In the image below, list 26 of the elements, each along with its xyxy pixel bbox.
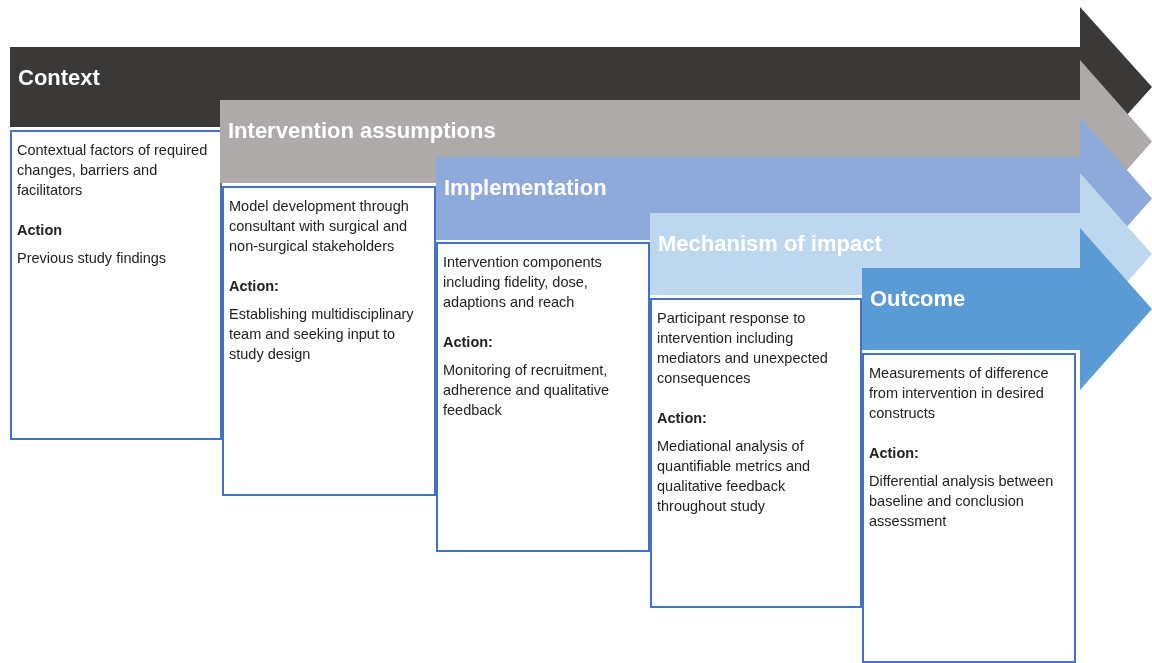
stage-heading: Mechanism of impact	[658, 233, 882, 255]
action-text: Establishing multidisciplinary team and seeking input to study design	[229, 305, 415, 364]
stage-heading: Context	[18, 67, 100, 89]
description-text: Contextual factors of required changes, barriers and facilitators	[17, 141, 209, 200]
stage-heading: Intervention assumptions	[228, 120, 496, 142]
arrow-band	[862, 268, 1080, 350]
action-heading: Action:	[443, 333, 493, 352]
text-box	[650, 298, 862, 608]
stage-heading: Outcome	[870, 288, 966, 310]
action-heading: Action:	[657, 409, 707, 428]
description-text: Measurements of difference from intervention in desired constructs	[869, 364, 1050, 423]
action-text: Mediational analysis of quantifiable metrics and qualitative feedback throughout study	[657, 437, 812, 516]
text-box	[862, 353, 1076, 663]
action-text: Previous study findings	[17, 249, 167, 268]
action-heading: Action:	[869, 444, 919, 463]
description-text: Model development through consultant with surgical and non-surgical stakeholders	[229, 197, 410, 256]
description-text: Intervention components including fidelity, dose, adaptions and reach	[443, 253, 603, 312]
stage-heading: Implementation	[444, 177, 607, 199]
action-heading: Action:	[229, 277, 279, 296]
description-text: Participant response to intervention including mediators and unexpected consequences	[657, 309, 829, 388]
text-box	[222, 186, 436, 496]
text-box	[436, 242, 650, 552]
text-box	[10, 130, 222, 440]
action-text: Monitoring of recruitment, adherence and qualitative feedback	[443, 361, 611, 420]
action-text: Differential analysis between baseline and conclusion assessment	[869, 472, 1055, 531]
action-heading: Action	[17, 221, 63, 240]
